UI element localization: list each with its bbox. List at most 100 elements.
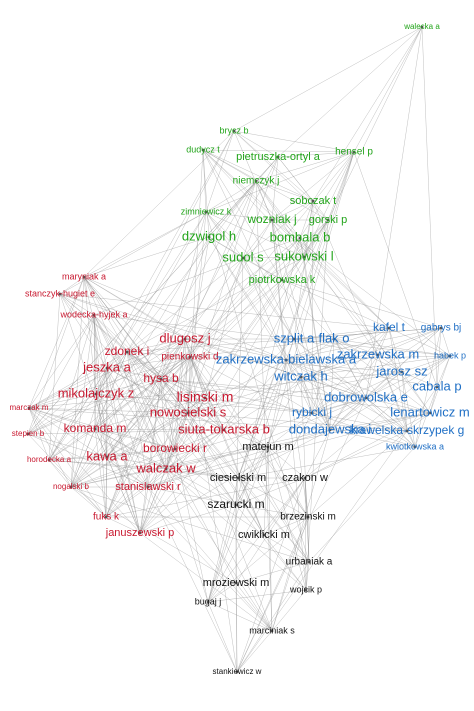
network-edge — [83, 276, 225, 431]
network-edge — [406, 412, 431, 432]
network-edge — [95, 393, 108, 458]
network-edge — [106, 367, 225, 431]
network-edge — [95, 367, 108, 395]
node-dot-bugaj-j — [206, 600, 210, 604]
network-edges — [27, 26, 451, 673]
network-edge — [187, 354, 379, 414]
network-edge — [189, 356, 310, 563]
node-dot-urbaniak-a — [307, 560, 311, 564]
network-edge — [267, 446, 273, 632]
network-edge — [126, 211, 207, 353]
network-edge — [126, 257, 244, 353]
node-label-hysa-b: hysa b — [143, 371, 179, 385]
network-edge — [83, 276, 186, 340]
node-label-stepien-b: stepien b — [12, 429, 45, 438]
network-edge — [93, 314, 176, 450]
network-edge — [95, 393, 141, 534]
network-edge — [174, 338, 186, 450]
network-edge — [70, 256, 305, 488]
network-edge — [207, 338, 295, 603]
network-edge — [106, 356, 191, 458]
network-edge — [27, 433, 107, 518]
network-edge — [293, 327, 390, 340]
node-label-lisinski-m: lisinski m — [177, 389, 234, 405]
network-edge — [401, 371, 438, 388]
network-edge — [311, 327, 390, 414]
network-edge — [187, 397, 206, 414]
network-edge — [187, 412, 265, 536]
network-edge — [184, 338, 287, 361]
network-edge — [300, 376, 331, 431]
network-edge — [263, 446, 269, 536]
network-edge — [281, 237, 301, 281]
network-edge — [329, 327, 390, 431]
node-dot-nogalski-b — [69, 485, 73, 489]
node-dot-kwiotkowska-a — [413, 445, 417, 449]
network-edge — [207, 412, 313, 603]
network-edge — [48, 428, 96, 461]
node-dot-zakrzewska-bielawska-a — [284, 358, 288, 362]
network-edge — [59, 293, 162, 380]
network-edge — [365, 26, 423, 399]
network-edge — [165, 257, 244, 470]
network-edge — [308, 446, 416, 563]
node-label-czakon-w: czakon w — [282, 472, 328, 484]
network-edge — [70, 456, 108, 488]
network-edge — [204, 397, 313, 414]
node-dot-walczak-w — [164, 467, 168, 471]
node-dot-hensel-p — [352, 150, 356, 154]
node-label-cwiklicki-m: cwiklicki m — [238, 529, 290, 541]
network-edge — [235, 582, 273, 632]
network-edge — [365, 397, 416, 448]
network-edge — [27, 429, 225, 435]
network-edge — [70, 486, 107, 518]
network-edge — [285, 359, 408, 432]
network-edge — [94, 428, 225, 431]
network-edge — [205, 211, 310, 563]
node-label-jeszka-a: jeszka a — [82, 359, 131, 374]
network-edge — [94, 356, 191, 430]
network-edge — [300, 376, 416, 448]
node-label-fuks-k: fuks k — [93, 512, 120, 523]
network-edge — [139, 486, 149, 534]
node-label-brzezinski-m: brzezinski m — [280, 512, 336, 523]
node-label-lenartowicz-m: lenartowicz m — [390, 404, 469, 419]
node-label-witczak-h: witczak h — [273, 368, 327, 383]
network-edge — [106, 367, 189, 414]
network-edge — [59, 211, 207, 295]
network-edge — [311, 412, 331, 431]
node-dot-brzezinski-m — [306, 515, 310, 519]
node-label-habek-p: habek p — [434, 350, 466, 360]
network-edge — [105, 378, 162, 518]
network-edge — [126, 351, 403, 373]
network-edge — [303, 256, 331, 431]
network-edge — [255, 151, 355, 182]
network-edge — [70, 180, 257, 488]
network-edge — [303, 256, 403, 373]
network-edge — [70, 486, 310, 563]
network-edge — [242, 257, 287, 361]
node-label-horodecka-a: horodecka a — [27, 455, 72, 464]
network-edge — [160, 378, 176, 450]
network-edge — [174, 448, 209, 603]
network-edge — [421, 26, 438, 388]
network-edge — [242, 257, 283, 281]
network-edge — [208, 236, 302, 378]
network-edge — [93, 314, 167, 470]
node-dot-dondajewska-i — [328, 428, 332, 432]
network-edge — [277, 151, 355, 158]
network-edge — [377, 354, 403, 373]
node-dot-sukowski-l — [302, 255, 306, 259]
network-edge — [28, 367, 108, 409]
network-edge — [285, 359, 309, 518]
network-edge — [83, 211, 207, 278]
network-edge — [189, 356, 331, 431]
node-dot-siuta-tokarska-b — [222, 428, 226, 432]
network-edge — [28, 351, 128, 409]
network-edge — [293, 338, 408, 432]
node-dot-lisinski-m — [203, 396, 207, 400]
network-edge — [139, 504, 237, 534]
network-edge — [93, 257, 244, 316]
node-dot-stanczyk-hugiet-e — [58, 292, 62, 296]
network-edge — [311, 412, 416, 448]
